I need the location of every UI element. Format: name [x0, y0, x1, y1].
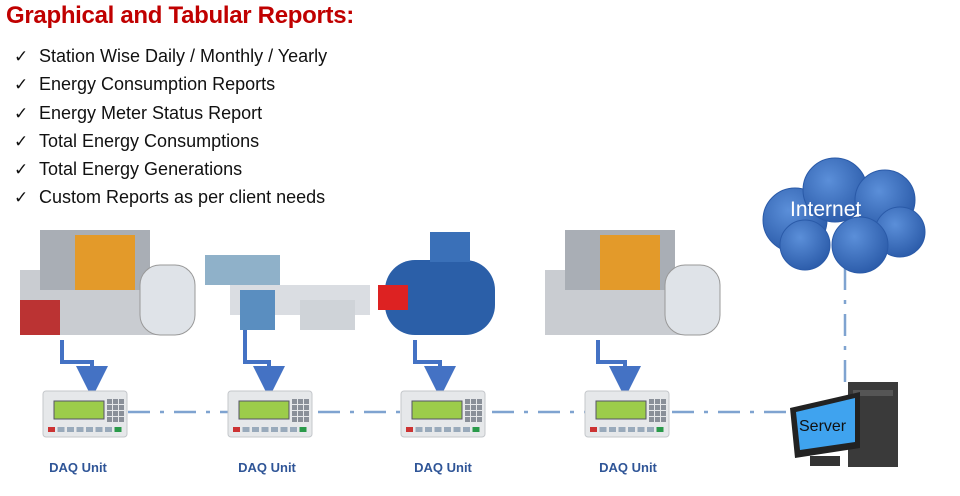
check-icon: ✓: [14, 160, 29, 180]
report-item: ✓Energy Meter Status Report: [14, 99, 327, 127]
report-item: ✓Total Energy Consumptions: [14, 127, 327, 155]
check-icon: ✓: [14, 103, 29, 123]
check-icon: ✓: [14, 47, 29, 66]
network-line: [128, 268, 847, 414]
server-label: Server: [799, 418, 847, 435]
daq-unit-label: DAQ Unit: [49, 460, 107, 475]
data-flow-arrows: [60, 330, 641, 398]
report-item: ✓Total Energy Generations: [14, 155, 327, 183]
daq-unit-label: DAQ Unit: [599, 460, 657, 475]
page-title: Graphical and Tabular Reports:: [6, 2, 354, 29]
textile-machine-icon: [205, 255, 370, 330]
report-item: ✓Station Wise Daily / Monthly / Yearly: [14, 42, 327, 70]
textile-machine-icon: [20, 230, 196, 336]
check-icon: ✓: [14, 188, 29, 208]
cloud-icon: [762, 157, 926, 274]
internet-label: Internet: [790, 198, 862, 221]
daq-unit-label: DAQ Unit: [414, 460, 472, 475]
report-item: ✓Custom Reports as per client needs: [14, 183, 327, 211]
daq-unit-icon: [42, 390, 670, 438]
daq-unit-label: DAQ Unit: [238, 460, 296, 475]
check-icon: ✓: [14, 75, 29, 95]
textile-machine-icon: [545, 230, 721, 336]
report-list: ✓Station Wise Daily / Monthly / Yearly ✓…: [14, 42, 327, 212]
report-item: ✓Energy Consumption Reports: [14, 70, 327, 98]
check-icon: ✓: [14, 131, 29, 151]
server-icon: [790, 382, 898, 467]
boiler-icon: [378, 232, 495, 335]
